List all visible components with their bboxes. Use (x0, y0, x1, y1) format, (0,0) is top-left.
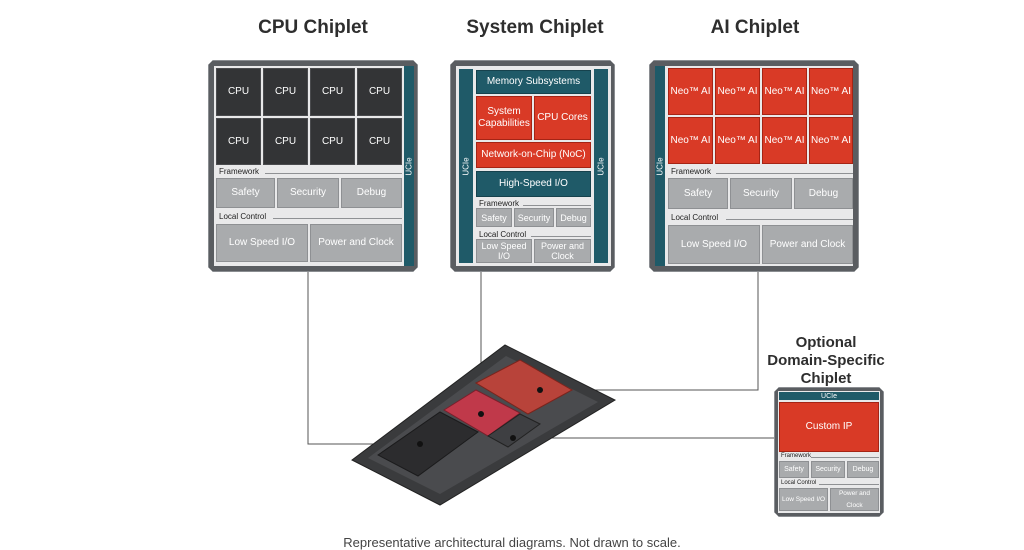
neo-ai-core: Neo™ AI (715, 117, 760, 164)
neo-ai-core: Neo™ AI (762, 68, 807, 115)
memory-subsystems-block: Memory Subsystems (476, 70, 591, 94)
cpu-connect-dot (417, 441, 423, 447)
security-block: Security (811, 461, 845, 478)
optional-title-line-3: Chiplet (800, 370, 852, 387)
low-speed-io-block: Low Speed I/O (668, 225, 760, 264)
optional-chiplet: UCIe Custom IP Framework Safety Security… (774, 387, 884, 517)
ucie-interface-right: UCIe (594, 69, 608, 263)
safety-block: Safety (668, 178, 728, 209)
low-speed-io-block: Low Speed I/O (779, 488, 828, 511)
low-speed-io-block: Low Speed I/O (476, 239, 532, 263)
local-control-label: Local Control (781, 480, 817, 486)
ai-connect-dot (537, 387, 543, 393)
cpu-core: CPU (263, 118, 308, 165)
system-connect-dot (478, 411, 484, 417)
neo-ai-core: Neo™ AI (668, 68, 713, 115)
ucie-interface: UCIe (779, 392, 879, 400)
ucie-label: UCIe (404, 156, 414, 176)
neo-ai-core: Neo™ AI (668, 117, 713, 164)
debug-block: Debug (794, 178, 853, 209)
debug-block: Debug (847, 461, 879, 478)
custom-ip-block: Custom IP (779, 402, 879, 452)
power-clock-block: Power and Clock (310, 224, 402, 262)
cpu-core: CPU (216, 118, 261, 165)
system-chiplet: UCIe UCIe Memory Subsystems System Capab… (450, 60, 615, 272)
optional-title-line-2: Domain-Specific (767, 352, 885, 369)
noc-block: Network-on-Chip (NoC) (476, 142, 591, 168)
neo-ai-core: Neo™ AI (809, 68, 853, 115)
ai-chiplet-title: AI Chiplet (710, 17, 800, 38)
safety-block: Safety (216, 178, 275, 208)
cpu-chiplet-title: CPU Chiplet (258, 17, 368, 38)
optional-chiplet-title: Optional Domain-Specific Chiplet (746, 334, 906, 388)
framework-divider (265, 173, 402, 174)
security-block: Security (730, 178, 792, 209)
local-control-divider (273, 218, 402, 219)
ucie-interface: UCIe (404, 66, 414, 266)
cpu-core: CPU (357, 118, 402, 165)
local-control-label: Local Control (219, 212, 267, 221)
cpu-core: CPU (357, 68, 402, 116)
security-block: Security (277, 178, 339, 208)
ucie-label: UCIe (821, 392, 837, 400)
ucie-label: UCIe (461, 156, 471, 176)
cpu-core: CPU (310, 118, 355, 165)
optional-title-line-1: Optional (795, 334, 857, 351)
ai-chiplet: UCIe Neo™ AI Neo™ AI Neo™ AI Neo™ AI Neo… (649, 60, 859, 272)
framework-label: Framework (219, 167, 260, 176)
power-clock-block: Power and Clock (762, 225, 853, 264)
neo-ai-core: Neo™ AI (809, 117, 853, 164)
ucie-label: UCIe (655, 156, 665, 176)
system-capabilities-block: System Capabilities (476, 96, 532, 140)
local-control-divider (531, 236, 591, 237)
low-speed-io-block: Low Speed I/O (216, 224, 308, 262)
safety-block: Safety (476, 208, 512, 227)
neo-ai-core: Neo™ AI (715, 68, 760, 115)
package-ai-die (474, 359, 574, 415)
local-control-label: Local Control (671, 213, 719, 222)
high-speed-io-block: High-Speed I/O (476, 171, 591, 197)
debug-block: Debug (341, 178, 402, 208)
ucie-interface-left: UCIe (459, 69, 473, 263)
cpu-cores-block: CPU Cores (534, 96, 591, 140)
package-cpu-die (377, 411, 479, 477)
framework-label: Framework (781, 453, 812, 459)
power-clock-block: Power and Clock (534, 239, 591, 263)
ucie-interface: UCIe (655, 66, 665, 266)
debug-block: Debug (556, 208, 591, 227)
local-control-divider (819, 484, 879, 485)
cpu-core: CPU (216, 68, 261, 116)
neo-ai-core: Neo™ AI (762, 117, 807, 164)
ai-connector-line (540, 272, 759, 391)
framework-divider (811, 457, 879, 458)
security-block: Security (514, 208, 554, 227)
optional-connect-dot (510, 435, 516, 441)
framework-label: Framework (671, 167, 712, 176)
framework-divider (716, 173, 853, 174)
framework-label: Framework (479, 199, 520, 208)
cpu-core: CPU (263, 68, 308, 116)
safety-block: Safety (779, 461, 809, 478)
local-control-label: Local Control (479, 230, 527, 239)
ucie-label: UCIe (596, 156, 606, 176)
system-chiplet-title: System Chiplet (466, 17, 604, 38)
cpu-core: CPU (310, 68, 355, 116)
power-clock-block: Power and Clock (830, 488, 879, 511)
diagram-caption: Representative architectural diagrams. N… (343, 535, 681, 550)
framework-divider (523, 205, 591, 206)
local-control-divider (726, 219, 853, 220)
package-optional-die (487, 413, 541, 448)
cpu-chiplet: CPU CPU CPU CPU CPU CPU CPU CPU Framewor… (208, 60, 418, 272)
cpu-connector-line (307, 272, 420, 445)
